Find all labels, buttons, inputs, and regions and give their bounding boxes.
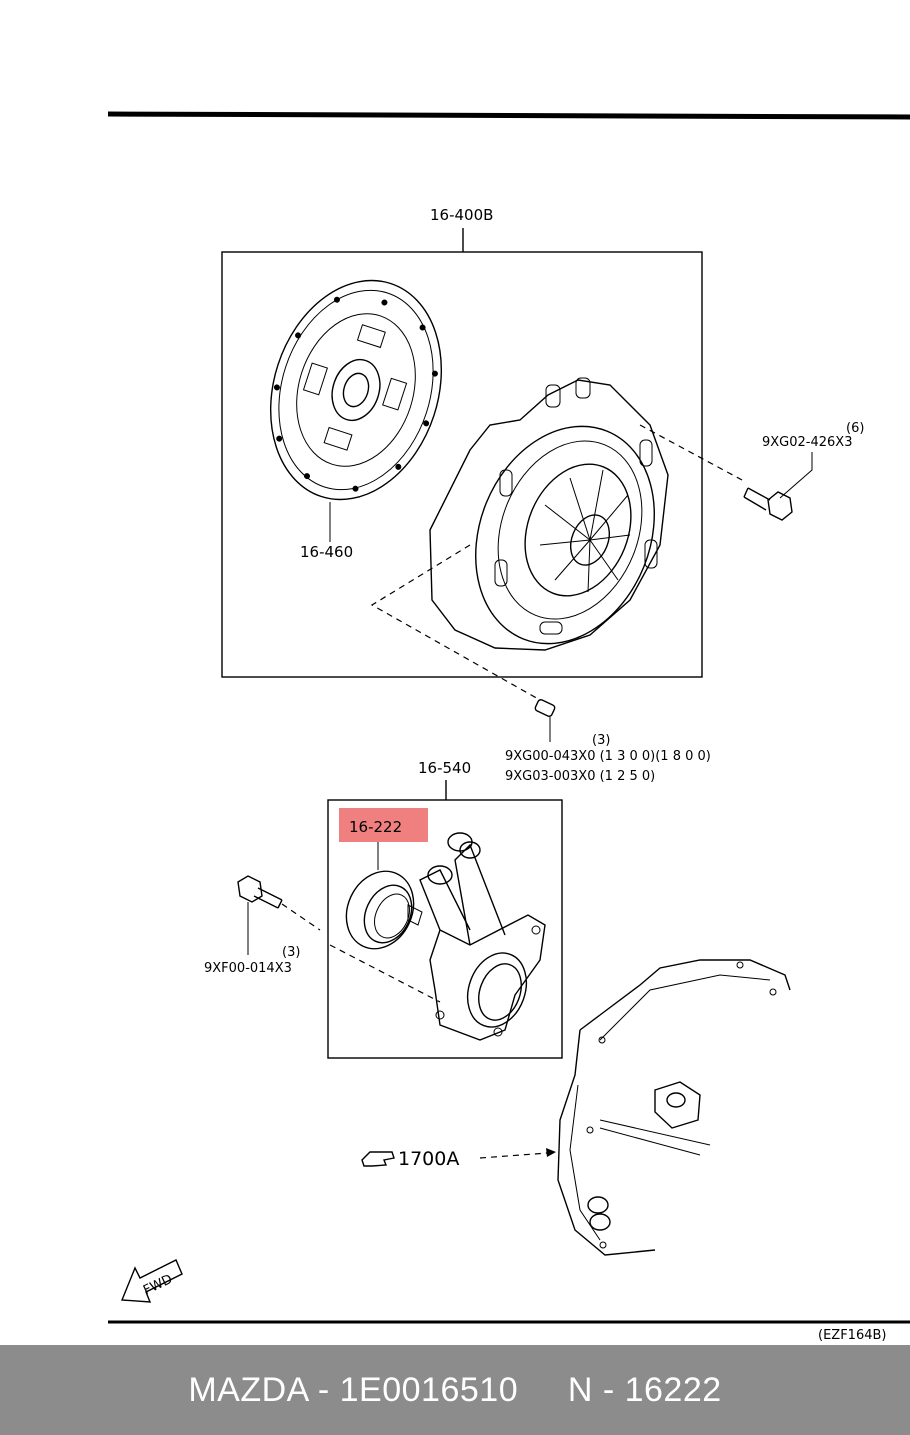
fwd-arrow-icon: FWD [120, 1259, 183, 1303]
label-fig-code: (EZF164B) [818, 1328, 886, 1343]
clutch-disc-drawing [269, 279, 443, 501]
label-fwd: FWD [141, 1272, 175, 1298]
label-clutch-disc: 16-460 [300, 543, 353, 561]
highlight-release-bearing [339, 808, 428, 842]
housing-drawing [557, 959, 791, 1256]
slave-cylinder-drawing [419, 832, 546, 1041]
label-bolt-qty: (6) [846, 421, 864, 436]
release-bearing-drawing [345, 870, 423, 950]
label-pin-qty: (3) [592, 733, 610, 748]
dowel-pin-drawing [534, 699, 556, 717]
label-pin-part-2: 9XG03-003X0 (1 2 5 0) [505, 769, 655, 784]
part-number-bar: MAZDA - 1E0016510 N - 16222 [0, 1345, 910, 1435]
clutch-assembly-box [221, 251, 703, 678]
hand-pointer-icon [361, 1151, 395, 1167]
label-release-bearing: 16-222 [349, 818, 402, 836]
label-pin-part-1: 9XG00-043X0 (1 3 0 0)(1 8 0 0) [505, 749, 711, 764]
label-bolt-part: 9XG02-426X3 [762, 435, 852, 450]
screw-drawing [237, 875, 283, 909]
parts-diagram: 16-400B 16-460 [107, 111, 910, 1343]
brand-part-number: MAZDA - 1E0016510 [188, 1370, 519, 1409]
label-housing-ref: 1700A [398, 1148, 459, 1170]
top-rule [107, 111, 910, 120]
label-screw-qty: (3) [282, 945, 300, 960]
reference-number: N - 16222 [567, 1370, 722, 1409]
label-release-cyl: 16-540 [418, 759, 471, 777]
label-screw-part: 9XF00-014X3 [204, 961, 292, 976]
release-cylinder-box [327, 799, 563, 1059]
pressure-plate-drawing [429, 377, 669, 651]
label-assy-clutch: 16-400B [430, 206, 493, 224]
bolt-drawing [743, 487, 793, 521]
